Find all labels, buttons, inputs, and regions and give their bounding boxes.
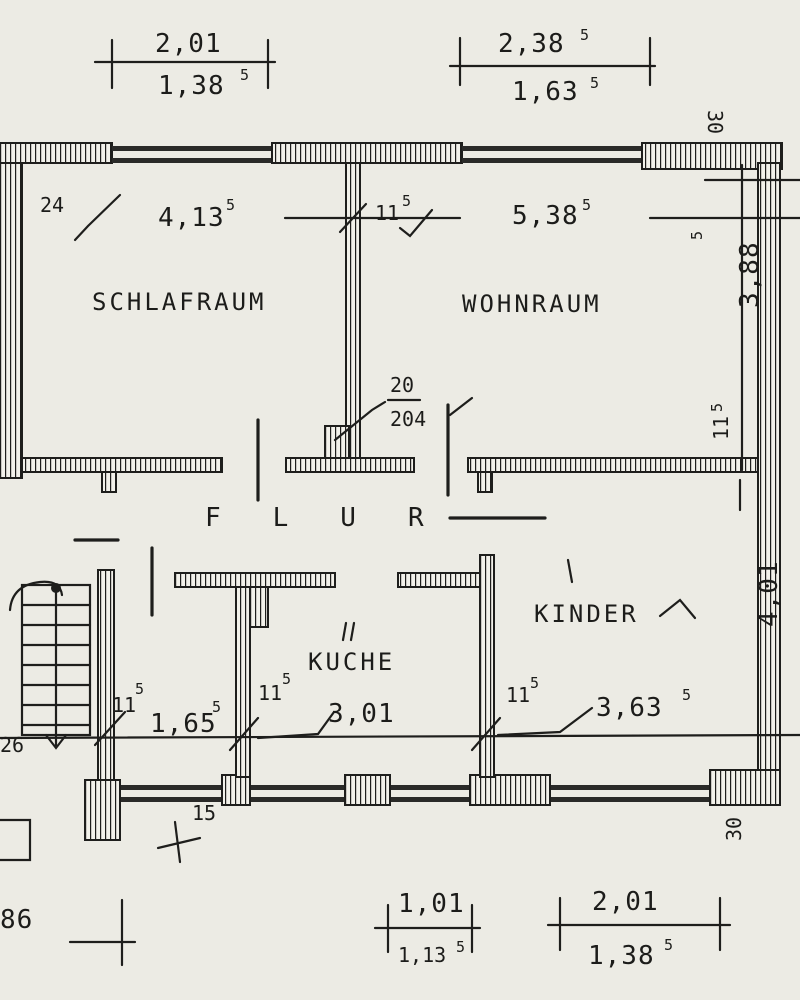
schlafraum-width-sup: 5 [226,196,241,214]
window-height-label: 1,13 [398,943,446,967]
kinder-wall-sup: 5 [530,674,545,692]
wohnraum-width-sup: 5 [582,196,597,214]
interior-walls [21,162,759,781]
schlafraum-width-label: 4,13 [158,203,225,233]
room-label-kinder: KINDER [534,600,639,628]
room-label-schlafraum: SCHLAFRAUM [92,288,267,316]
window-height-label: 1,63 [512,77,579,107]
room-label-kuche: KUCHE [308,648,395,676]
kuche-wall-label: 11 [258,681,282,705]
right-bottom-wall-label: 30 [722,817,746,841]
stair-wall-label: 11 [112,693,136,717]
stair-wall-sup: 5 [135,680,150,698]
window-height-label: 1,38 [588,941,655,971]
right-wall-thickness-label: 11 [709,416,733,440]
kinder-wall-label: 11 [506,683,530,707]
top-left-window-dimension: 2,01 1,38 5 [93,29,277,101]
stair-width-sup: 5 [212,698,227,716]
left-edge-label: 26 [0,733,24,757]
small-dimension-label: 15 [192,801,216,825]
bottom-right-window-dimension: 2,01 1,38 5 [546,887,732,971]
lower-dimensions: 26 11 5 1,65 5 11 5 3,01 11 5 3,63 5 4,0… [0,560,800,967]
door-height-label: 204 [390,407,426,431]
top-right-window-dimension: 2,38 5 1,63 5 [448,26,657,107]
room-label-wohnraum: WOHNRAUM [462,290,602,318]
window-width-label: 2,38 [498,29,565,59]
door-width-label: 20 [390,373,414,397]
stair-width-label: 1,65 [150,709,217,739]
right-wall-label: 30 [703,110,727,134]
window-width-sup: 5 [580,26,595,44]
window-height-sup: 5 [456,938,471,956]
kuche-tick-2 [349,621,356,642]
window-height-sup: 5 [664,936,679,954]
window-width-label: 2,01 [592,887,659,917]
exterior-walls [0,142,783,841]
door-lines [73,403,742,617]
wohnraum-height-label: 3,88 [735,241,765,308]
wohnraum-width-label: 5,38 [512,201,579,231]
wall-thickness-sup: 5 [402,192,417,210]
room-label-flur: FLUR [205,503,476,533]
window-height-label: 1,38 [158,71,225,101]
kuche-width-label: 3,01 [328,699,395,729]
kinder-arrow [658,598,697,620]
wohnraum-height-sup: 5 [688,225,706,240]
bottom-left-dimension: 86 [0,905,33,935]
staircase [0,580,92,862]
kinder-width-sup: 5 [682,686,697,704]
wall-thickness-label: 11 [375,201,399,225]
window-width-label: 1,01 [398,889,465,919]
kuche-tick-1 [341,621,348,642]
window-height-sup: 5 [590,74,605,92]
upper-dimensions: 24 4,13 5 11 5 5,38 5 30 3,88 5 11 5 20 … [40,110,800,472]
wall-thickness-label: 24 [40,193,64,217]
window-height-sup: 5 [240,66,255,84]
bottom-mid-window-dimension: 1,01 1,13 5 [373,889,482,967]
window-width-label: 2,01 [155,29,222,59]
kinder-width-label: 3,63 [596,693,663,723]
right-wall-thickness-sup: 5 [708,397,726,412]
kinder-tick [566,558,574,584]
kuche-wall-sup: 5 [282,670,297,688]
kinder-height-label: 4,01 [754,560,784,627]
